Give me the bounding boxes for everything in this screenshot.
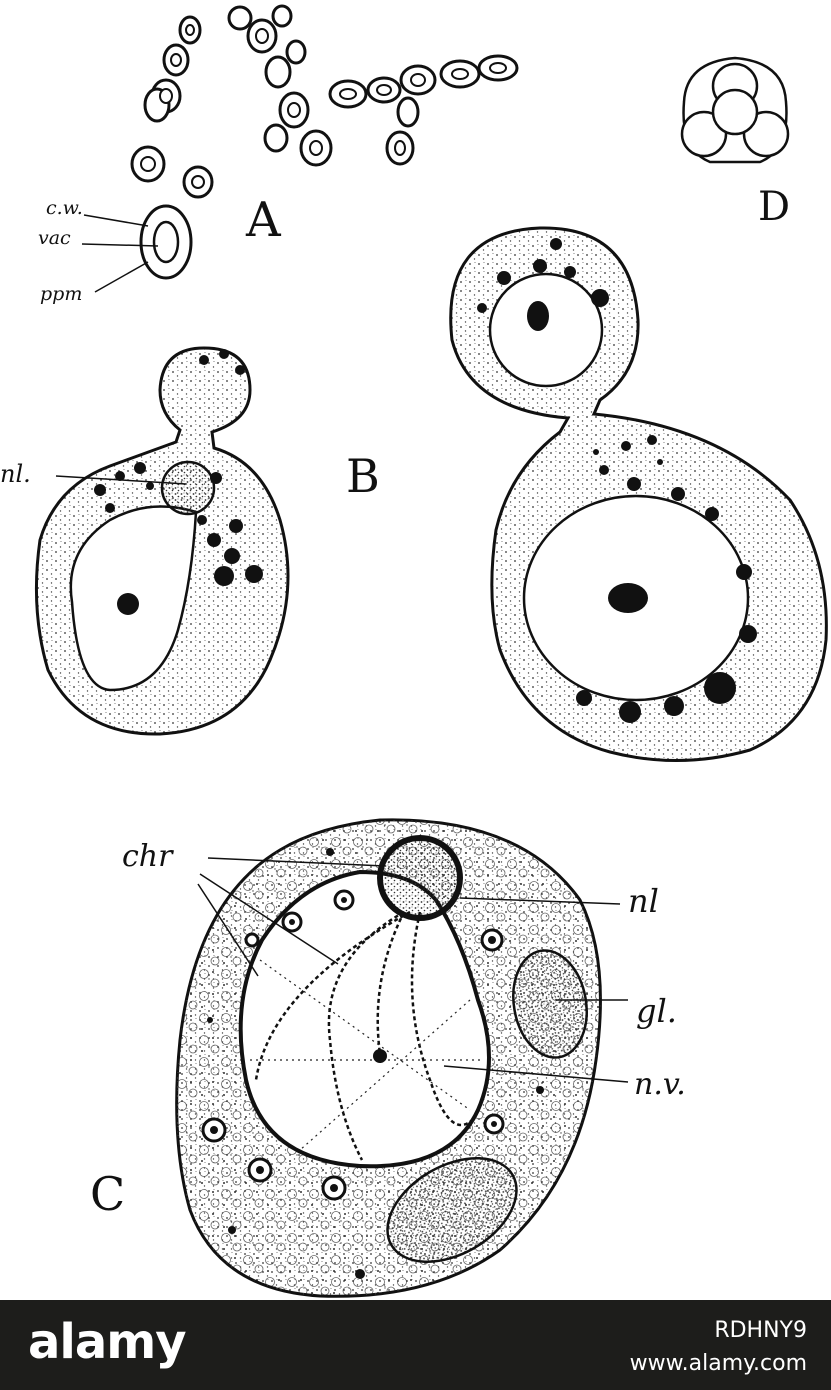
stock-logo[interactable]: alamy [28,1314,187,1370]
label-protoplasm: ppm [40,283,82,305]
panel-a-cells [130,4,519,280]
stock-url[interactable]: www.alamy.com [629,1351,807,1376]
granules [477,238,757,723]
label-c-nucleolus: nl [628,882,659,920]
panel-a-vacuoles [140,24,507,264]
stock-footer-bar: alamy RDHNY9 www.alamy.com [0,1300,831,1390]
central-body [373,1049,387,1063]
yeast-chain-right [328,54,519,166]
chromatin-threads [254,910,473,1161]
dark-granules [207,848,544,1279]
panel-c-cell [175,818,602,1298]
bud-nucleolus [527,301,549,331]
panel-letter-d: D [758,184,790,230]
panel-letter-a: A [245,192,282,248]
panel-letter-c: C [90,1167,125,1221]
mother-nucleolus [608,583,648,613]
label-line-b-nl [55,475,187,485]
nucleus-small [160,460,216,516]
panel-b-right-cell [449,226,828,762]
granules [94,349,263,586]
panel-c-label-lines [197,857,629,1083]
label-b-nucleolus: nl. [0,460,31,488]
yeast-chain-cross [227,4,333,167]
label-cell-wall: c.w. [46,197,83,219]
nucleolus-dark [117,593,139,615]
label-vacuole: vac [38,227,71,249]
glycogen-body [386,1157,518,1263]
glycogen-body [512,949,588,1059]
panel-b-left-cell [34,346,290,736]
bud-vacuole [488,272,604,388]
stock-meta: RDHNY9 www.alamy.com [630,1318,807,1376]
nucleolus-c [377,835,463,921]
label-c-chromatin: chr [122,839,174,874]
panel-d-ascus [680,56,790,164]
panel-letter-b: B [346,449,380,503]
panel-a-label-lines [81,214,159,293]
nuclear-vacuole [238,869,491,1169]
label-c-nuclear-vacuole: n.v. [634,1067,686,1102]
spindle-lines [250,959,480,1151]
image-id: RDHNY9 [714,1318,807,1343]
yeast-cell-figure: c.w. vac ppm A D nl. B [0,4,828,1298]
label-c-glycogen: gl. [636,992,677,1030]
